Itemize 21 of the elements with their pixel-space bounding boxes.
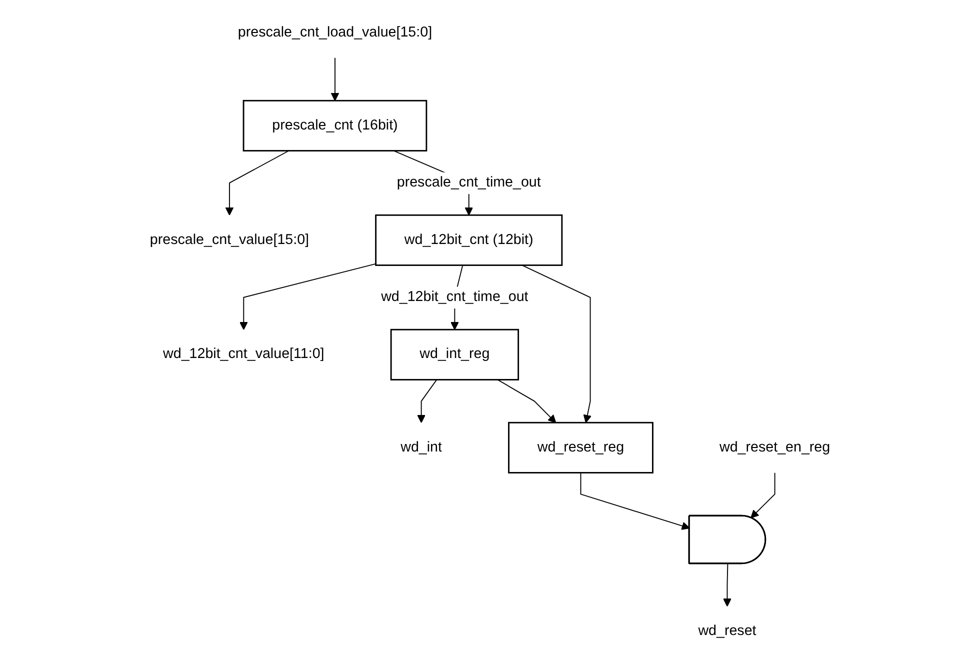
edge-label: prescale_cnt_time_out <box>396 174 541 190</box>
node-text: wd_reset_en_reg <box>720 438 830 456</box>
node-text: prescale_cnt_load_value[15:0] <box>238 24 432 40</box>
arrow <box>225 150 290 216</box>
node-text: prescale_cnt_value[15:0] <box>150 231 310 248</box>
arrow <box>580 472 690 530</box>
arrow <box>497 379 556 424</box>
node-text: wd_reset <box>698 622 756 639</box>
node-box: wd_int_reg <box>390 328 520 380</box>
node-box: wd_12bit_cnt (12bit) <box>375 214 563 266</box>
node-box: prescale_cnt (16bit) <box>242 100 428 152</box>
arrow <box>330 57 340 102</box>
arrow <box>417 379 438 424</box>
arrow <box>750 472 776 518</box>
arrow <box>522 264 592 424</box>
edge-label: wd_12bit_cnt_time_out <box>381 288 528 305</box>
arrow <box>239 263 376 330</box>
node-text: wd_int <box>400 438 442 456</box>
node-box: wd_reset_reg <box>508 422 654 474</box>
node-text: wd_12bit_cnt_value[11:0] <box>163 346 324 362</box>
arrow <box>723 563 732 607</box>
